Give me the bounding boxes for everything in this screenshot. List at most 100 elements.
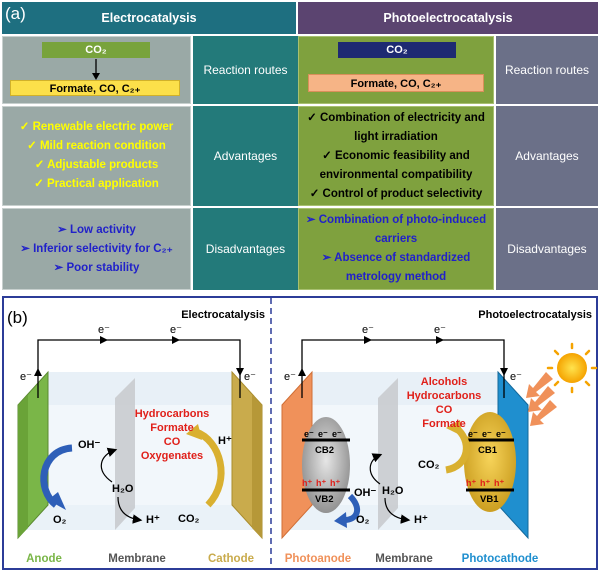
photo-disadvantages-cell: ➢ Combination of photo-induced carriers … — [298, 208, 494, 290]
electro-routes-label: Reaction routes — [193, 36, 298, 104]
cathode-face — [252, 395, 262, 538]
photocathode-particle — [464, 412, 516, 512]
photo-cell-back — [282, 372, 528, 405]
electro-hplus-cathode: H⁺ — [218, 435, 232, 447]
photo-dis-2: ➢ Absence of standardized — [321, 252, 471, 264]
electro-hplus: H⁺ — [146, 514, 160, 526]
electro-dis-3: ➢ Poor stability — [53, 261, 140, 274]
photo-e-cb1-1: e⁻ — [468, 429, 478, 439]
electro-adv-2: ✓ Mild reaction condition — [27, 140, 166, 152]
cb1-label: CB1 — [478, 445, 498, 456]
photo-dis-1: ➢ Combination of photo-induced — [305, 214, 487, 226]
electro-product-oxygenates: Oxygenates — [141, 450, 203, 462]
electro-e-top1: e⁻ — [98, 324, 110, 336]
panel-a: Electrocatalysis Photoelectrocatalysis (… — [2, 2, 598, 290]
photo-e-right: e⁻ — [510, 371, 522, 383]
anode-face — [18, 395, 28, 538]
photo-e-cb1-3: e⁻ — [496, 429, 506, 439]
cb2-label: CB2 — [315, 445, 334, 456]
photo-circuit-arrow-right-1 — [364, 336, 372, 344]
photocathode-label: Photocathode — [462, 553, 539, 565]
photo-adv-2b: environmental compatibility — [319, 168, 473, 181]
photo-h-vb1-2: h⁺ — [480, 478, 490, 488]
photo-adv-3: ✓ Control of product selectivity — [309, 187, 483, 200]
electro-header: Electrocatalysis — [2, 2, 296, 34]
photo-h-vb1-1: h⁺ — [466, 478, 476, 488]
photoanode-label: Photoanode — [285, 553, 351, 565]
photo-h-vb2-1: h⁺ — [302, 478, 312, 488]
electro-diagram-title: Electrocatalysis — [181, 309, 265, 321]
photo-e-cb2-2: e⁻ — [318, 429, 328, 439]
electro-adv-4: ✓ Practical application — [34, 178, 159, 190]
photo-e-cb1-2: e⁻ — [482, 429, 492, 439]
photo-membrane — [378, 378, 398, 530]
photo-products-box: Formate, CO, C₂₊ — [308, 74, 484, 92]
photo-hplus: H⁺ — [414, 514, 428, 526]
photo-dis-2b: metrology method — [345, 271, 447, 283]
photo-membrane-label: Membrane — [375, 553, 433, 565]
photo-h-vb1-3: h⁺ — [494, 478, 504, 488]
photo-advantages-cell: ✓ Combination of electricity and light i… — [298, 106, 494, 206]
photo-e-top1: e⁻ — [362, 324, 374, 336]
photocathode-reaction-arrowhead — [446, 420, 462, 436]
electro-disadvantages-cell: ➢ Low activity ➢ Inferior selectivity fo… — [2, 208, 191, 290]
electro-dis-2: ➢ Inferior selectivity for C₂₊ — [20, 242, 173, 255]
photo-diagram-title: Photoelectrocatalysis — [478, 309, 592, 321]
photoanode-reaction-arrowhead — [334, 512, 347, 528]
photo-e-top2: e⁻ — [434, 324, 446, 336]
photo-product-hydrocarbons: Hydrocarbons — [407, 390, 482, 402]
electro-e-left: e⁻ — [20, 371, 32, 383]
photo-proton-arrow — [384, 497, 411, 524]
electro-product-hydrocarbons: Hydrocarbons — [135, 408, 210, 420]
photo-oh: OH⁻ — [354, 487, 377, 499]
electro-product-co: CO — [164, 436, 181, 448]
photo-water-arrow-up — [369, 453, 383, 485]
electro-membrane — [115, 378, 135, 530]
electro-header-text: Electrocatalysis — [101, 11, 197, 25]
electro-circuit-arrow-down — [236, 368, 244, 376]
anode-label: Anode — [26, 553, 62, 565]
photo-product-co: CO — [436, 404, 453, 416]
electro-product-formate: Formate — [150, 422, 193, 434]
photo-circuit-arrow-right-2 — [436, 336, 444, 344]
photo-co2-box: CO₂ — [338, 42, 456, 58]
photo-product-formate: Formate — [422, 418, 465, 430]
photo-e-cb2-3: e⁻ — [332, 429, 342, 439]
electro-e-top2: e⁻ — [170, 324, 182, 336]
photo-adv-1b: light irradiation — [354, 130, 438, 143]
photo-co2: CO₂ — [418, 459, 440, 471]
cathode-label: Cathode — [208, 553, 254, 565]
photo-disadvantages-label: Disadvantages — [496, 208, 598, 290]
photo-header-text: Photoelectrocatalysis — [383, 11, 513, 25]
electro-e-right: e⁻ — [244, 371, 256, 383]
photo-e-cb2-1: e⁻ — [304, 429, 314, 439]
electro-circuit-arrow-right-2 — [172, 336, 180, 344]
cathode-reaction-arrowhead — [186, 424, 202, 440]
photo-circuit-arrow-up — [298, 368, 306, 376]
photo-product-alcohols: Alcohols — [421, 376, 467, 388]
photo-o2: O₂ — [356, 514, 370, 526]
vb1-label: VB1 — [480, 494, 499, 505]
photo-h2o: H₂O — [382, 485, 404, 497]
electro-circuit-arrow-right-1 — [100, 336, 108, 344]
electro-co2: CO₂ — [178, 513, 200, 525]
photo-adv-1: ✓ Combination of electricity and — [307, 111, 485, 124]
electro-cell-back — [18, 372, 262, 405]
vb2-label: VB2 — [315, 494, 333, 505]
photo-advantages-label: Advantages — [496, 106, 598, 206]
electro-membrane-label: Membrane — [108, 553, 166, 565]
electro-adv-1: ✓ Renewable electric power — [19, 121, 174, 133]
photo-h-vb2-2: h⁺ — [316, 478, 326, 488]
electro-water-arrow-up — [100, 447, 118, 483]
electro-proton-arrow — [117, 496, 143, 524]
photo-routes-label: Reaction routes — [496, 36, 598, 104]
panel-b-label: (b) — [7, 308, 28, 327]
photo-adv-2: ✓ Economic feasibility and — [322, 149, 470, 162]
electro-circuit-arrow-up — [34, 368, 42, 376]
photo-h-vb2-3: h⁺ — [330, 478, 340, 488]
photo-header: Photoelectrocatalysis — [298, 2, 598, 34]
electro-adv-3: ✓ Adjustable products — [34, 159, 159, 171]
light-rays-icon — [526, 372, 557, 426]
panel-a-label: (a) — [5, 4, 26, 23]
